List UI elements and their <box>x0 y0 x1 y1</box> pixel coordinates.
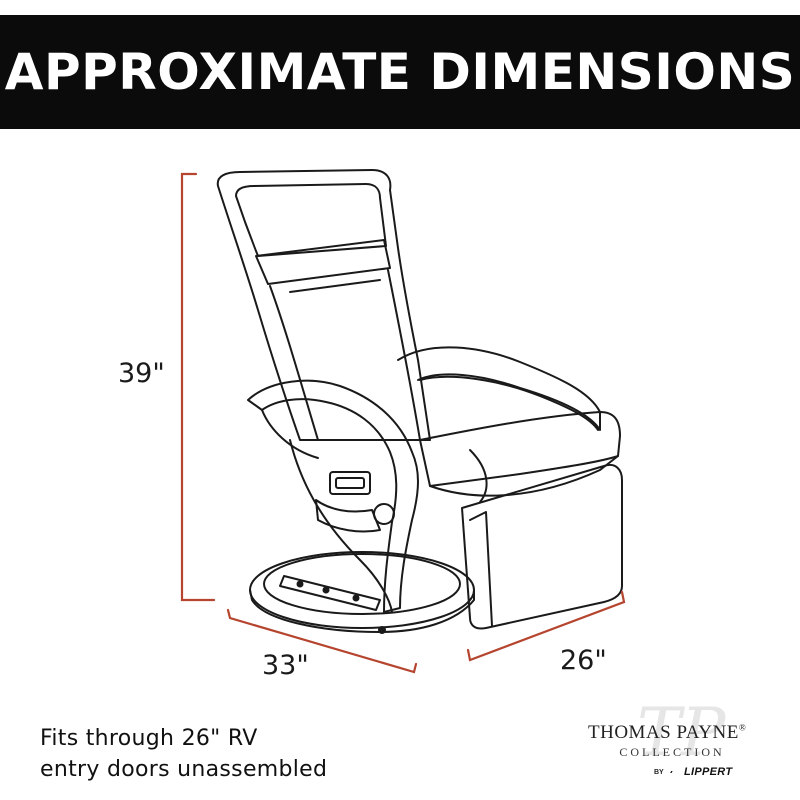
footrest <box>461 464 623 630</box>
depth-dimension-label: 26" <box>560 645 607 676</box>
height-dimension-label: 39" <box>118 358 165 389</box>
brand-logo: TP THOMAS PAYNE® COLLECTION BY LIPPERT <box>582 700 772 790</box>
control-panel <box>329 471 371 495</box>
left-armrest <box>247 379 419 613</box>
right-wing <box>397 346 601 431</box>
fit-note: Fits through 26" RV entry doors unassemb… <box>40 723 327 785</box>
brand-monogram: TP <box>637 694 726 771</box>
page-title: APPROXIMATE DIMENSIONS <box>4 43 796 101</box>
depth-dimension-line <box>466 590 626 662</box>
height-dimension-line <box>180 172 216 602</box>
backrest-panel <box>235 183 387 257</box>
parent-brand-name: LIPPERT <box>684 766 733 778</box>
head-band <box>255 239 391 285</box>
brand-collection: COLLECTION <box>619 745 725 759</box>
brand-by-label: BY <box>654 769 664 776</box>
brand-name: THOMAS PAYNE® <box>588 722 747 743</box>
fit-note-line-2: entry doors unassembled <box>40 757 328 782</box>
header-banner: APPROXIMATE DIMENSIONS <box>0 15 800 129</box>
seat-cushion <box>419 411 621 487</box>
lippert-swoosh-icon <box>670 771 673 773</box>
fit-note-line-1: Fits through 26" RV <box>40 726 258 751</box>
width-dimension-label: 33" <box>262 650 309 681</box>
backrest-outline <box>216 169 431 441</box>
width-dimension-line <box>226 608 418 674</box>
